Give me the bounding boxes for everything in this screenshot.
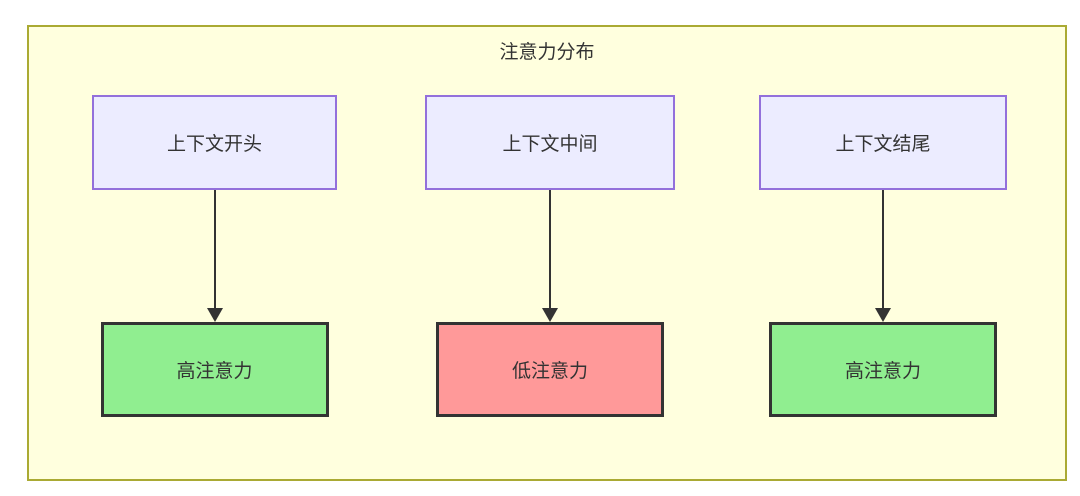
high-attention-label-right: 高注意力 — [844, 361, 921, 382]
arrow-middle-to-low — [425, 190, 675, 322]
flow-column-end: 上下文结尾 高注意力 — [759, 27, 1007, 479]
context-end-label: 上下文结尾 — [835, 134, 931, 155]
arrow-head-icon — [875, 308, 891, 322]
arrow-shaft — [549, 190, 551, 308]
arrow-end-to-high — [759, 190, 1007, 322]
low-attention-node: 低注意力 — [436, 322, 664, 417]
context-start-label: 上下文开头 — [166, 134, 262, 155]
diagram-title: 注意力分布 — [499, 42, 595, 63]
context-end-node: 上下文结尾 — [759, 95, 1007, 190]
high-attention-node-right: 高注意力 — [769, 322, 997, 417]
arrow-shaft — [213, 190, 216, 308]
attention-distribution-container: 注意力分布 上下文开头 高注意力 上下文中间 低注意力 — [27, 25, 1067, 481]
flow-column-middle: 上下文中间 低注意力 — [425, 27, 675, 479]
context-middle-label: 上下文中间 — [502, 134, 598, 155]
low-attention-label: 低注意力 — [511, 361, 588, 382]
arrow-head-icon — [206, 308, 223, 322]
flow-column-start: 上下文开头 高注意力 — [92, 27, 337, 479]
arrow-shaft — [882, 190, 884, 308]
context-start-node: 上下文开头 — [92, 95, 337, 190]
arrow-head-icon — [542, 308, 558, 322]
high-attention-label-left: 高注意力 — [176, 361, 253, 382]
context-middle-node: 上下文中间 — [425, 95, 675, 190]
high-attention-node-left: 高注意力 — [100, 322, 329, 417]
arrow-start-to-high — [92, 190, 337, 322]
